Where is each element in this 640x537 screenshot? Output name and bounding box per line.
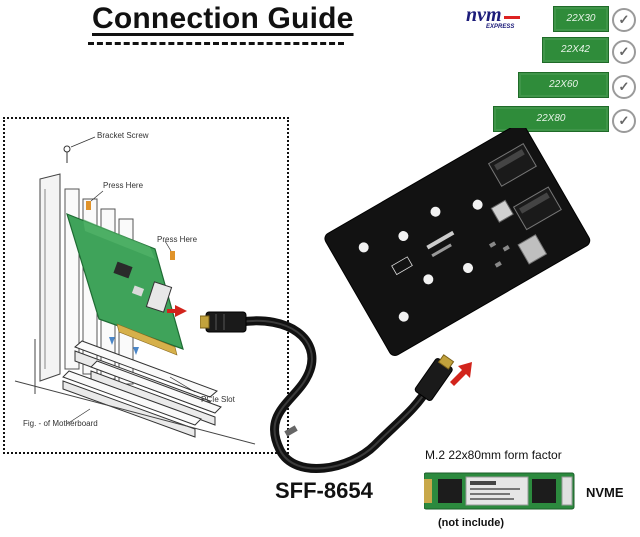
installation-diagram-frame: Bracket Screw Press Here Press Here PCIe…: [3, 117, 289, 454]
cable-plug-left: [205, 311, 247, 333]
m2-ssd-image: [424, 472, 575, 510]
red-arrow-icon: [450, 362, 472, 386]
m2-size-label: 22X42: [561, 44, 590, 55]
ssd-form-factor-label: M.2 22x80mm form factor: [425, 448, 562, 462]
m2-size-label: 22X60: [549, 79, 578, 90]
page-title: Connection Guide: [92, 2, 354, 35]
label-motherboard: Fig. - of Motherboard: [23, 419, 98, 428]
label-press-here-top: Press Here: [103, 181, 144, 190]
m2-size-label: 22X30: [566, 13, 596, 24]
check-circle-icon: ✓: [612, 75, 636, 99]
m2-size-chip-2260: 22X60: [518, 72, 609, 98]
check-circle-icon: ✓: [612, 109, 636, 133]
sff-8654-cable: [200, 311, 455, 473]
nvme-logo: nvm: [466, 4, 502, 26]
title-underline-dashes: [88, 42, 344, 45]
m2-adapter-board: [324, 128, 591, 356]
check-circle-icon: ✓: [612, 8, 636, 32]
label-bracket-screw: Bracket Screw: [97, 131, 149, 140]
label-press-here-bottom: Press Here: [157, 235, 198, 244]
label-pcie-slot: PCIe Slot: [201, 395, 235, 404]
m2-size-label: 22X80: [536, 113, 566, 124]
m2-size-chip-2230: 22X30: [553, 6, 609, 32]
m2-size-chip-2242: 22X42: [542, 37, 609, 63]
cable-label: SFF-8654: [275, 478, 373, 503]
nvme-logo-express: EXPRESS: [486, 24, 515, 30]
nvme-logo-swoosh: [504, 16, 520, 19]
ssd-type-label: NVME: [586, 485, 624, 500]
installation-diagram: [14, 136, 256, 445]
check-circle-icon: ✓: [612, 40, 636, 64]
ssd-not-included-note: (not include): [438, 517, 504, 529]
